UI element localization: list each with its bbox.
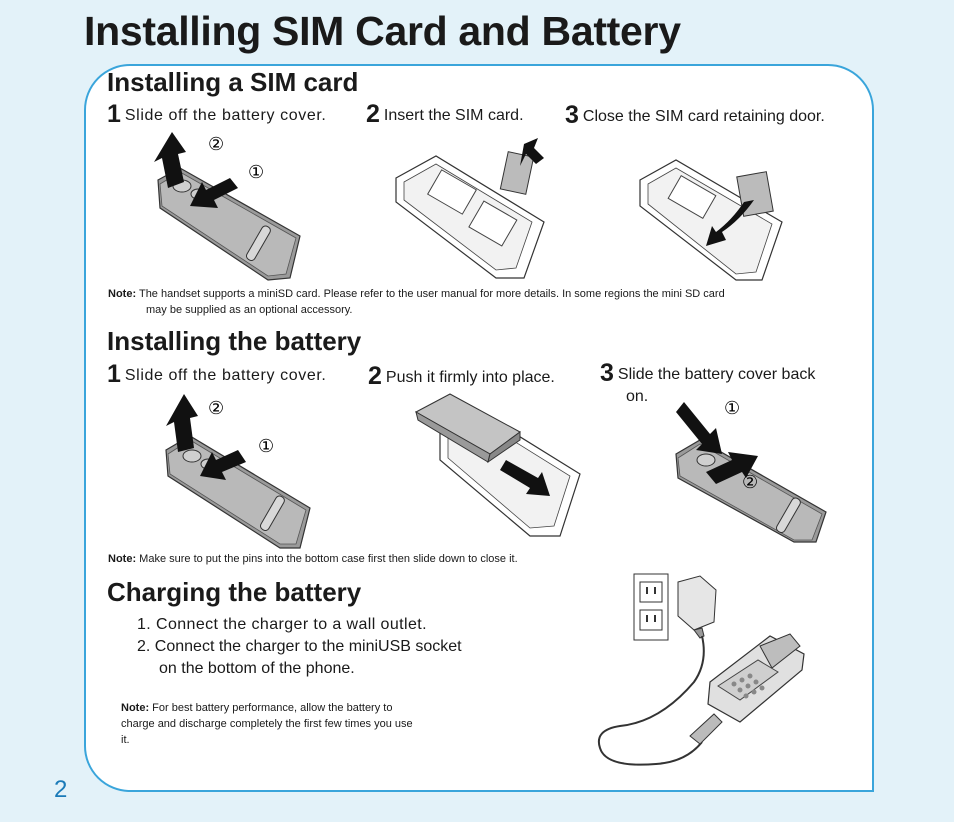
sim-step-3-number: 3 bbox=[565, 101, 579, 129]
wall-outlet-icon bbox=[633, 573, 669, 641]
sim-note-line2: may be supplied as an optional accessory… bbox=[146, 304, 353, 316]
arrow-left-icon bbox=[200, 450, 246, 480]
page-number: 2 bbox=[54, 776, 68, 803]
marker-one: ① bbox=[724, 398, 740, 419]
charger-adapter-icon bbox=[677, 575, 717, 639]
battery-cover-back-illustration: ① ② bbox=[675, 398, 827, 543]
sim-step-2-number: 2 bbox=[366, 100, 380, 128]
charging-step-2: 2. Connect the charger to the miniUSB so… bbox=[137, 638, 462, 655]
charging-note-line1: For best battery performance, allow the … bbox=[152, 702, 393, 714]
usb-plug-icon bbox=[689, 713, 723, 745]
battery-note-text: Make sure to put the pins into the botto… bbox=[139, 553, 518, 565]
marker-one: ① bbox=[248, 162, 264, 183]
charging-note-line2: charge and discharge completely the firs… bbox=[121, 718, 413, 730]
sim-card-shape bbox=[499, 151, 535, 195]
battery-step-3-number: 3 bbox=[600, 359, 614, 387]
battery-slide-cover-illustration: ② ① bbox=[165, 394, 311, 549]
arrow-curve-icon bbox=[706, 200, 754, 246]
charging-note-label: Note: bbox=[121, 702, 150, 714]
sim-close-door-illustration bbox=[639, 159, 783, 281]
sim-note-line1: The handset supports a miniSD card. Plea… bbox=[138, 288, 725, 300]
sim-heading: Installing a SIM card bbox=[107, 67, 359, 97]
sim-step-1-text: Slide off the battery cover. bbox=[124, 107, 327, 124]
battery-step-2-number: 2 bbox=[368, 362, 382, 390]
battery-step-3-text: Slide the battery cover back bbox=[617, 366, 816, 383]
charging-step-2-cont: on the bottom of the phone. bbox=[159, 660, 355, 677]
sim-step-1-number: 1 bbox=[107, 100, 121, 128]
charging-step-1: 1. Connect the charger to a wall outlet. bbox=[137, 616, 427, 633]
battery-note-label: Note: bbox=[108, 553, 137, 565]
sim-slide-cover-illustration: ② ① bbox=[154, 132, 301, 281]
sim-insert-card-illustration bbox=[395, 138, 545, 279]
battery-step-2-text: Push it firmly into place. bbox=[385, 369, 555, 386]
battery-step-1-text: Slide off the battery cover. bbox=[124, 367, 327, 384]
battery-step-3-text-2: on. bbox=[626, 388, 649, 405]
arrow-left-icon bbox=[190, 178, 238, 208]
battery-heading: Installing the battery bbox=[107, 326, 362, 356]
marker-two: ② bbox=[208, 134, 224, 155]
arrow-down-right-icon bbox=[500, 460, 550, 496]
sim-note-label: Note: bbox=[108, 288, 137, 300]
charger-cable bbox=[598, 635, 705, 766]
arrow-right-icon bbox=[706, 452, 758, 484]
arrow-up-icon bbox=[166, 394, 198, 452]
charging-note-line3: it. bbox=[121, 734, 130, 746]
charging-steps: 1. Connect the charger to a wall outlet.… bbox=[137, 614, 462, 680]
charging-note: Note: For best battery performance, allo… bbox=[121, 700, 511, 748]
marker-two: ② bbox=[208, 398, 224, 419]
arrow-down-icon bbox=[676, 402, 722, 454]
page-title: Installing SIM Card and Battery bbox=[84, 8, 681, 54]
charger-illustration bbox=[598, 573, 805, 766]
marker-one: ① bbox=[258, 436, 274, 457]
battery-step-1-number: 1 bbox=[107, 360, 121, 388]
battery-push-illustration bbox=[414, 393, 581, 537]
marker-two: ② bbox=[742, 472, 758, 493]
arrow-up-icon bbox=[154, 132, 186, 188]
phone-front-icon bbox=[707, 633, 805, 723]
battery-note: Note: Make sure to put the pins into the… bbox=[108, 551, 748, 567]
sim-step-2-text: Insert the SIM card. bbox=[383, 107, 524, 124]
charging-heading: Charging the battery bbox=[107, 577, 362, 607]
arrow-down-icon bbox=[520, 138, 544, 166]
sim-step-3-text: Close the SIM card retaining door. bbox=[582, 108, 825, 125]
sim-note: Note: The handset supports a miniSD card… bbox=[108, 286, 858, 318]
